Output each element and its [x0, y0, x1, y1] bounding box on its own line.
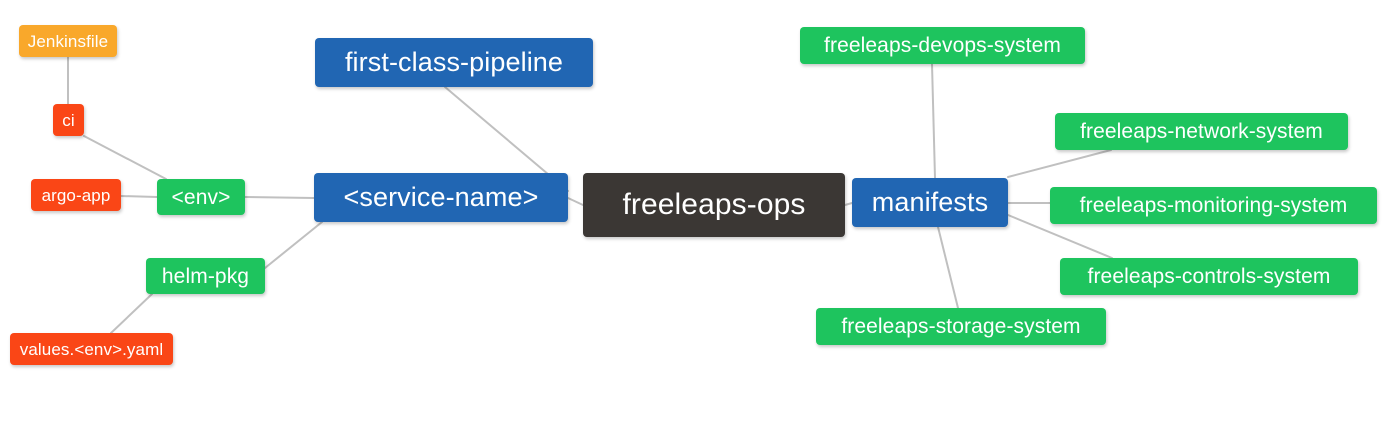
node-label-freeleaps-devops-system: freeleaps-devops-system — [824, 34, 1061, 57]
node-freeleaps-devops-system[interactable]: freeleaps-devops-system — [800, 27, 1085, 64]
node-manifests[interactable]: manifests — [852, 178, 1008, 227]
edge-root-to-service-name — [567, 197, 584, 206]
node-values-yaml[interactable]: values.<env>.yaml — [10, 333, 173, 365]
edge-root-to-manifests — [844, 202, 853, 206]
node-label-manifests: manifests — [871, 187, 989, 217]
edge-env-to-argo-app — [120, 195, 158, 198]
node-env[interactable]: <env> — [157, 179, 245, 215]
node-helm-pkg[interactable]: helm-pkg — [146, 258, 265, 294]
node-label-first-class-pipeline: first-class-pipeline — [344, 47, 564, 77]
node-root[interactable]: freeleaps-ops — [583, 173, 845, 237]
node-label-jenkinsfile: Jenkinsfile — [27, 31, 109, 51]
node-label-root: freeleaps-ops — [622, 188, 806, 221]
edge-env-to-ci — [83, 135, 167, 180]
edge-manifests-to-freeleaps-network-system — [1007, 149, 1112, 178]
node-first-class-pipeline[interactable]: first-class-pipeline — [315, 38, 593, 87]
node-label-freeleaps-network-system: freeleaps-network-system — [1080, 120, 1323, 143]
edge-manifests-to-freeleaps-storage-system — [937, 226, 959, 309]
node-label-freeleaps-controls-system: freeleaps-controls-system — [1087, 265, 1331, 288]
edge-service-name-to-env — [244, 196, 315, 199]
node-label-values-yaml: values.<env>.yaml — [19, 339, 164, 359]
node-label-freeleaps-storage-system: freeleaps-storage-system — [841, 315, 1081, 338]
node-ci[interactable]: ci — [53, 104, 84, 136]
node-argo-app[interactable]: argo-app — [31, 179, 121, 211]
edge-manifests-to-freeleaps-devops-system — [931, 63, 936, 179]
node-freeleaps-storage-system[interactable]: freeleaps-storage-system — [816, 308, 1106, 345]
node-label-env: <env> — [171, 185, 231, 209]
edge-service-name-to-helm-pkg — [264, 221, 323, 269]
node-label-ci: ci — [62, 110, 75, 130]
edge-helm-pkg-to-values-yaml — [110, 293, 153, 334]
node-label-argo-app: argo-app — [41, 185, 111, 205]
node-freeleaps-monitoring-system[interactable]: freeleaps-monitoring-system — [1050, 187, 1377, 224]
node-label-helm-pkg: helm-pkg — [161, 264, 250, 288]
node-freeleaps-controls-system[interactable]: freeleaps-controls-system — [1060, 258, 1358, 295]
node-jenkinsfile[interactable]: Jenkinsfile — [19, 25, 117, 57]
node-label-service-name: <service-name> — [343, 182, 539, 212]
node-service-name[interactable]: <service-name> — [314, 173, 568, 222]
node-freeleaps-network-system[interactable]: freeleaps-network-system — [1055, 113, 1348, 150]
node-label-freeleaps-monitoring-system: freeleaps-monitoring-system — [1079, 194, 1348, 217]
